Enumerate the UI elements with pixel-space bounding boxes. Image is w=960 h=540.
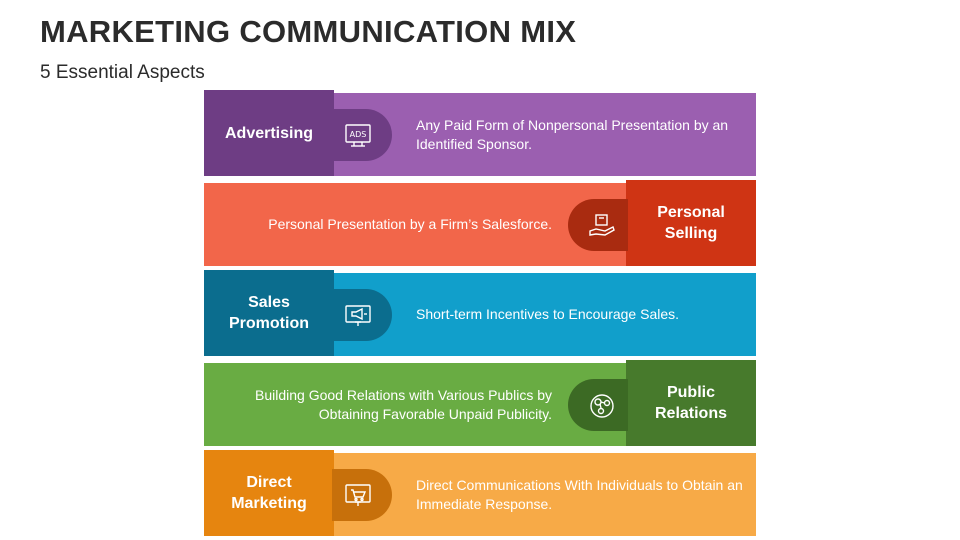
megaphone-screen-icon [343, 301, 373, 331]
aspect-label: Public Relations [626, 360, 756, 446]
aspect-label: Sales Promotion [204, 270, 334, 356]
page-title: MARKETING COMMUNICATION MIX [40, 14, 577, 49]
page-subtitle: 5 Essential Aspects [40, 62, 205, 83]
hand-box-icon [587, 211, 617, 241]
icon-notch [332, 469, 392, 521]
ads-board-icon: ADS [343, 121, 373, 151]
aspect-description: Building Good Relations with Various Pub… [254, 386, 552, 422]
aspect-description: Personal Presentation by a Firm’s Salesf… [268, 216, 552, 232]
aspect-sales-promotion: Sales Promotion Short-term Incentives to… [204, 270, 756, 356]
network-people-icon [587, 391, 617, 421]
aspect-description: Short-term Incentives to Encourage Sales… [416, 306, 680, 322]
aspect-direct-marketing: Direct Marketing Direct Communications W… [204, 450, 756, 536]
cart-screen-icon [343, 481, 373, 511]
aspect-label: Personal Selling [626, 180, 756, 266]
aspect-description: Direct Communications With Individuals t… [416, 476, 743, 512]
svg-text:ADS: ADS [350, 130, 367, 139]
aspect-personal-selling: Personal Selling Personal Presentation b… [204, 180, 756, 266]
aspect-label: Direct Marketing [204, 450, 334, 536]
aspect-advertising: Advertising ADS Any Paid Form of Nonpers… [204, 90, 756, 176]
aspect-description: Any Paid Form of Nonpersonal Presentatio… [416, 116, 729, 152]
aspect-public-relations: Public Relations Building Good Relations… [204, 360, 756, 446]
aspect-label: Advertising [204, 90, 334, 176]
icon-notch [332, 109, 392, 161]
